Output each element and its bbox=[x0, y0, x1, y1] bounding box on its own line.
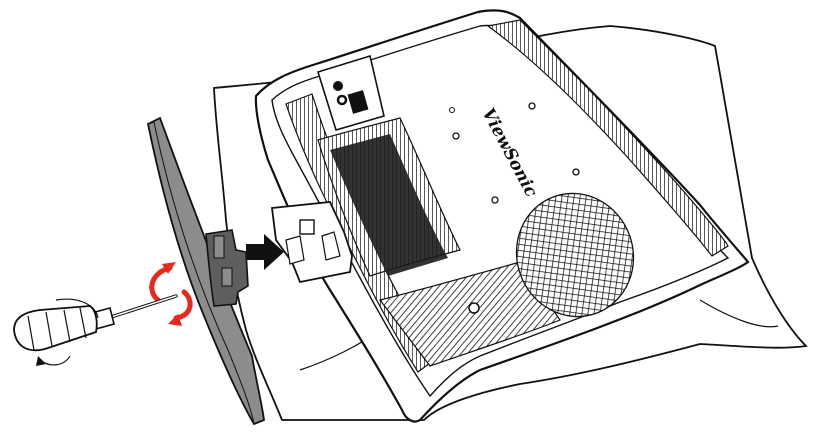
connector-panel bbox=[316, 54, 385, 131]
screw-hole bbox=[572, 168, 580, 176]
stand-edge bbox=[147, 121, 255, 425]
screw-hole bbox=[452, 132, 460, 140]
round-vent-grille bbox=[515, 192, 635, 318]
stand-tab bbox=[221, 267, 233, 287]
bracket-slot bbox=[299, 219, 315, 235]
rotate-arc-bottom bbox=[173, 289, 193, 321]
screw-hole bbox=[449, 107, 455, 113]
monitor-back: ViewSonic bbox=[254, 9, 750, 423]
handle-rotate-arrowhead bbox=[36, 356, 46, 366]
audio-port bbox=[336, 94, 348, 106]
cloth-fold bbox=[699, 299, 779, 328]
bracket-hook bbox=[321, 231, 341, 261]
direction-arrow-icon bbox=[246, 234, 284, 270]
screwdriver-icon bbox=[13, 294, 178, 366]
screw-hole bbox=[491, 196, 499, 204]
vent-center-dark bbox=[330, 134, 448, 276]
power-port bbox=[333, 81, 343, 91]
mounting-bracket bbox=[270, 201, 353, 284]
rotate-arc-top bbox=[149, 265, 173, 303]
rotate-arrowhead bbox=[162, 262, 176, 274]
vent-top-right bbox=[486, 19, 729, 257]
connector-panel-frame bbox=[316, 54, 385, 131]
handle-rotate-arc bbox=[55, 298, 99, 319]
stand-base bbox=[146, 116, 265, 426]
screw-hole bbox=[468, 302, 480, 314]
screw-hole bbox=[528, 102, 536, 110]
rotate-arrowhead bbox=[168, 314, 182, 326]
screwdriver-handle bbox=[13, 305, 98, 352]
video-port bbox=[347, 90, 369, 114]
screwdriver-shaft-highlight bbox=[107, 295, 177, 319]
bracket-hook bbox=[285, 235, 305, 265]
screwdriver-grip-lines bbox=[27, 307, 87, 351]
rotate-arrow-icon bbox=[149, 262, 193, 326]
stand-tab bbox=[213, 235, 225, 259]
